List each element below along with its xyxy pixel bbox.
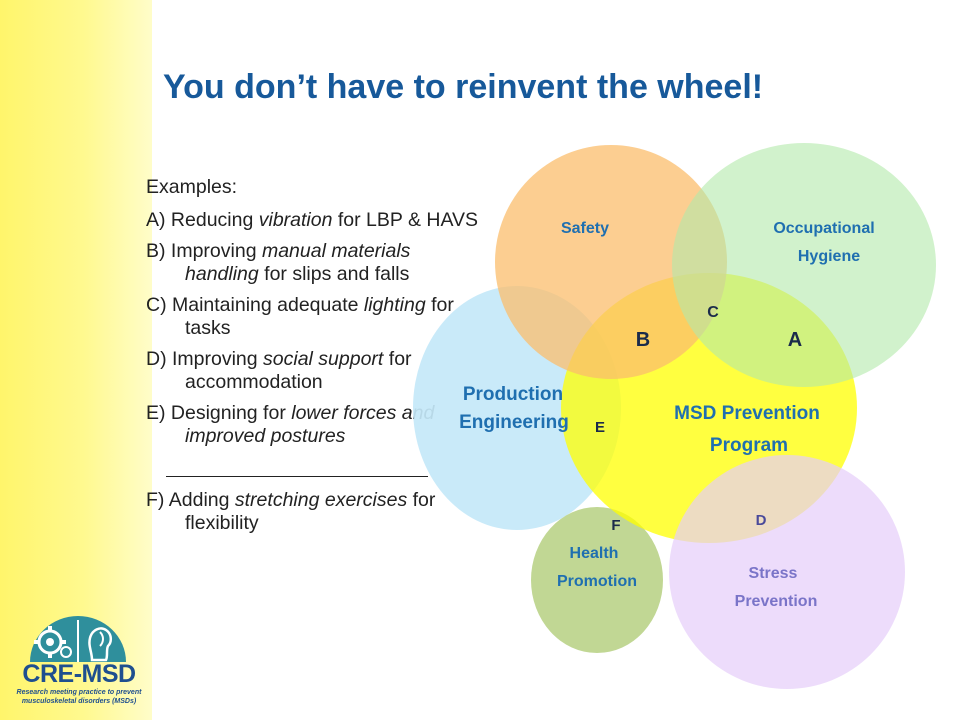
- health-promotion-label: Health: [570, 545, 619, 562]
- cre-msd-logo: CRE-MSD Research meeting practice to pre…: [8, 612, 150, 714]
- stress-prevention-label: Prevention: [735, 593, 818, 610]
- example-item: D) Improving social support for accommod…: [146, 348, 412, 393]
- example-item: F) Adding stretching exercises for flexi…: [146, 489, 436, 534]
- examples-divider: [166, 456, 428, 477]
- occupational-hygiene-circle: [672, 143, 936, 387]
- example-item: E) Designing for lower forces and improv…: [146, 402, 435, 447]
- puzzle-gear-head-icon: [30, 616, 126, 662]
- health-promotion-circle: [531, 507, 663, 653]
- slide-sidebar-band: [0, 0, 152, 720]
- examples-intro: Examples:: [146, 176, 238, 198]
- overlap-label-c: C: [707, 304, 719, 321]
- overlap-label-b: B: [636, 329, 650, 351]
- health-promotion-label: Promotion: [557, 573, 637, 590]
- production-engineering-label: Production: [463, 384, 563, 405]
- msd-prevention-label: Program: [710, 435, 788, 456]
- production-engineering-label: Engineering: [459, 412, 569, 433]
- logo-tagline: Research meeting practice to prevent mus…: [16, 689, 142, 705]
- examples-list: Examples: A) Reducing vibration for LBP …: [146, 176, 486, 543]
- overlap-label-a: A: [788, 329, 802, 351]
- example-item: B) Improving manual materials handling f…: [146, 240, 411, 285]
- safety-circle: [495, 145, 727, 379]
- stress-prevention-label: Stress: [749, 565, 798, 582]
- slide-title: You don’t have to reinvent the wheel!: [163, 68, 764, 106]
- msd-prevention-label: MSD Prevention: [674, 403, 820, 424]
- logo-name: CRE-MSD: [22, 660, 136, 688]
- overlap-label-d: D: [756, 512, 767, 529]
- stress-prevention-circle: [669, 455, 905, 689]
- example-item: A) Reducing vibration for LBP & HAVS: [146, 209, 479, 231]
- overlap-label-e: E: [595, 419, 605, 436]
- overlap-label-f: F: [611, 517, 620, 534]
- occupational-hygiene-label: Occupational: [773, 220, 874, 237]
- occupational-hygiene-label: Hygiene: [798, 248, 860, 265]
- safety-label: Safety: [561, 220, 609, 237]
- example-item: C) Maintaining adequate lighting for tas…: [146, 294, 454, 339]
